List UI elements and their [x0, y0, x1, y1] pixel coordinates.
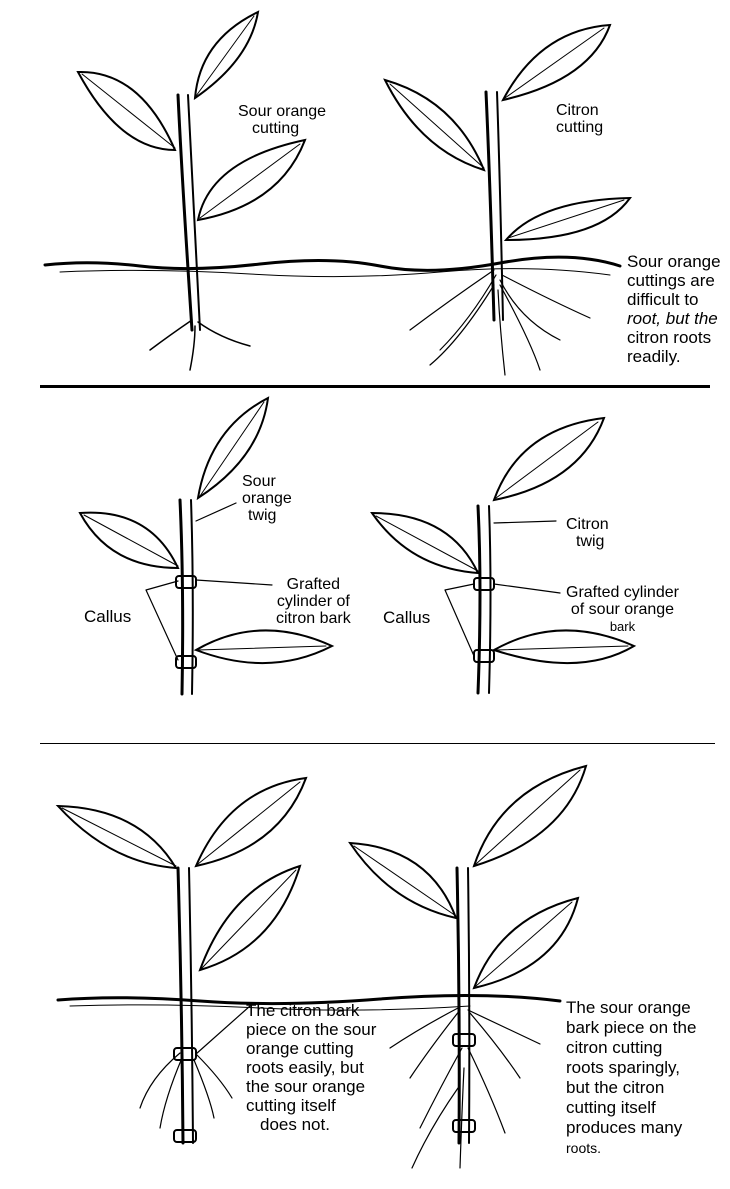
label-line: Grafted: [276, 576, 351, 593]
sour-orange-cutting-label: Sour orange cutting: [238, 103, 326, 137]
label-line: cylinder of: [276, 593, 351, 610]
caption-line: Sour orange: [627, 252, 721, 271]
label-line: Grafted cylinder: [566, 584, 679, 601]
caption-line: cuttings are: [627, 271, 721, 290]
caption-line: bark piece on the: [566, 1018, 696, 1038]
caption-line: cutting itself: [566, 1098, 696, 1118]
rooted-cuttings-illustration: [0, 0, 730, 388]
panel-divider: [40, 743, 715, 744]
label-line: citron bark: [276, 610, 351, 627]
citron-cutting-label: Citron cutting: [556, 102, 603, 136]
caption-line: orange cutting: [246, 1039, 376, 1058]
caption-line: citron roots: [627, 328, 721, 347]
caption-line: cutting itself: [246, 1096, 376, 1115]
caption-line: does not.: [246, 1115, 376, 1134]
caption-line: produces many: [566, 1118, 696, 1138]
caption-line: readily.: [627, 347, 721, 366]
callus-label-left: Callus: [84, 608, 131, 625]
label-line: bark: [566, 618, 679, 635]
label-line: Citron: [556, 102, 603, 119]
caption-line: roots easily, but: [246, 1058, 376, 1077]
rooting-caption: Sour orange cuttings are difficult to ro…: [627, 252, 721, 366]
caption-line: the sour orange: [246, 1077, 376, 1096]
sour-orange-bark-cylinder-label: Grafted cylinder of sour orange bark: [566, 584, 679, 635]
caption-line: difficult to: [627, 290, 721, 309]
label-line: cutting: [556, 119, 603, 136]
caption-line: roots sparingly,: [566, 1058, 696, 1078]
callus-band-top: [453, 1034, 475, 1046]
callus-band-bottom: [474, 650, 494, 662]
citron-bark-cylinder-label: Grafted cylinder of citron bark: [276, 576, 351, 627]
caption-line: root, but the: [627, 309, 721, 328]
caption-line: roots.: [566, 1138, 696, 1158]
sour-orange-twig-label: Sour orange twig: [242, 473, 292, 524]
panel-grafted-twigs: Sour orange twig Citron twig Grafted cyl…: [0, 388, 730, 748]
label-line: orange: [242, 490, 292, 507]
callus-label-right: Callus: [383, 609, 430, 626]
label-line: of sour orange: [566, 601, 679, 618]
caption-line: piece on the sour: [246, 1020, 376, 1039]
caption-line: but the citron: [566, 1078, 696, 1098]
citron-cutting-graft-caption: The sour orange bark piece on the citron…: [566, 998, 696, 1158]
label-line: Sour orange: [238, 103, 326, 120]
citron-twig-label: Citron twig: [566, 516, 609, 550]
callus-band-bottom: [453, 1120, 475, 1132]
sour-cutting-graft-caption: The citron bark piece on the sour orange…: [246, 1001, 376, 1134]
panel-rooted-cuttings: Sour orange cutting Citron cutting Sour …: [0, 0, 730, 388]
label-line: twig: [566, 533, 609, 550]
grafted-twigs-illustration: [0, 388, 730, 748]
caption-line: The sour orange: [566, 998, 696, 1018]
panel-rooted-grafts: The citron bark piece on the sour orange…: [0, 748, 730, 1189]
caption-line: citron cutting: [566, 1038, 696, 1058]
caption-line: The citron bark: [246, 1001, 376, 1020]
label-line: Sour: [242, 473, 292, 490]
label-line: twig: [242, 507, 292, 524]
label-line: cutting: [238, 120, 326, 137]
label-line: Citron: [566, 516, 609, 533]
